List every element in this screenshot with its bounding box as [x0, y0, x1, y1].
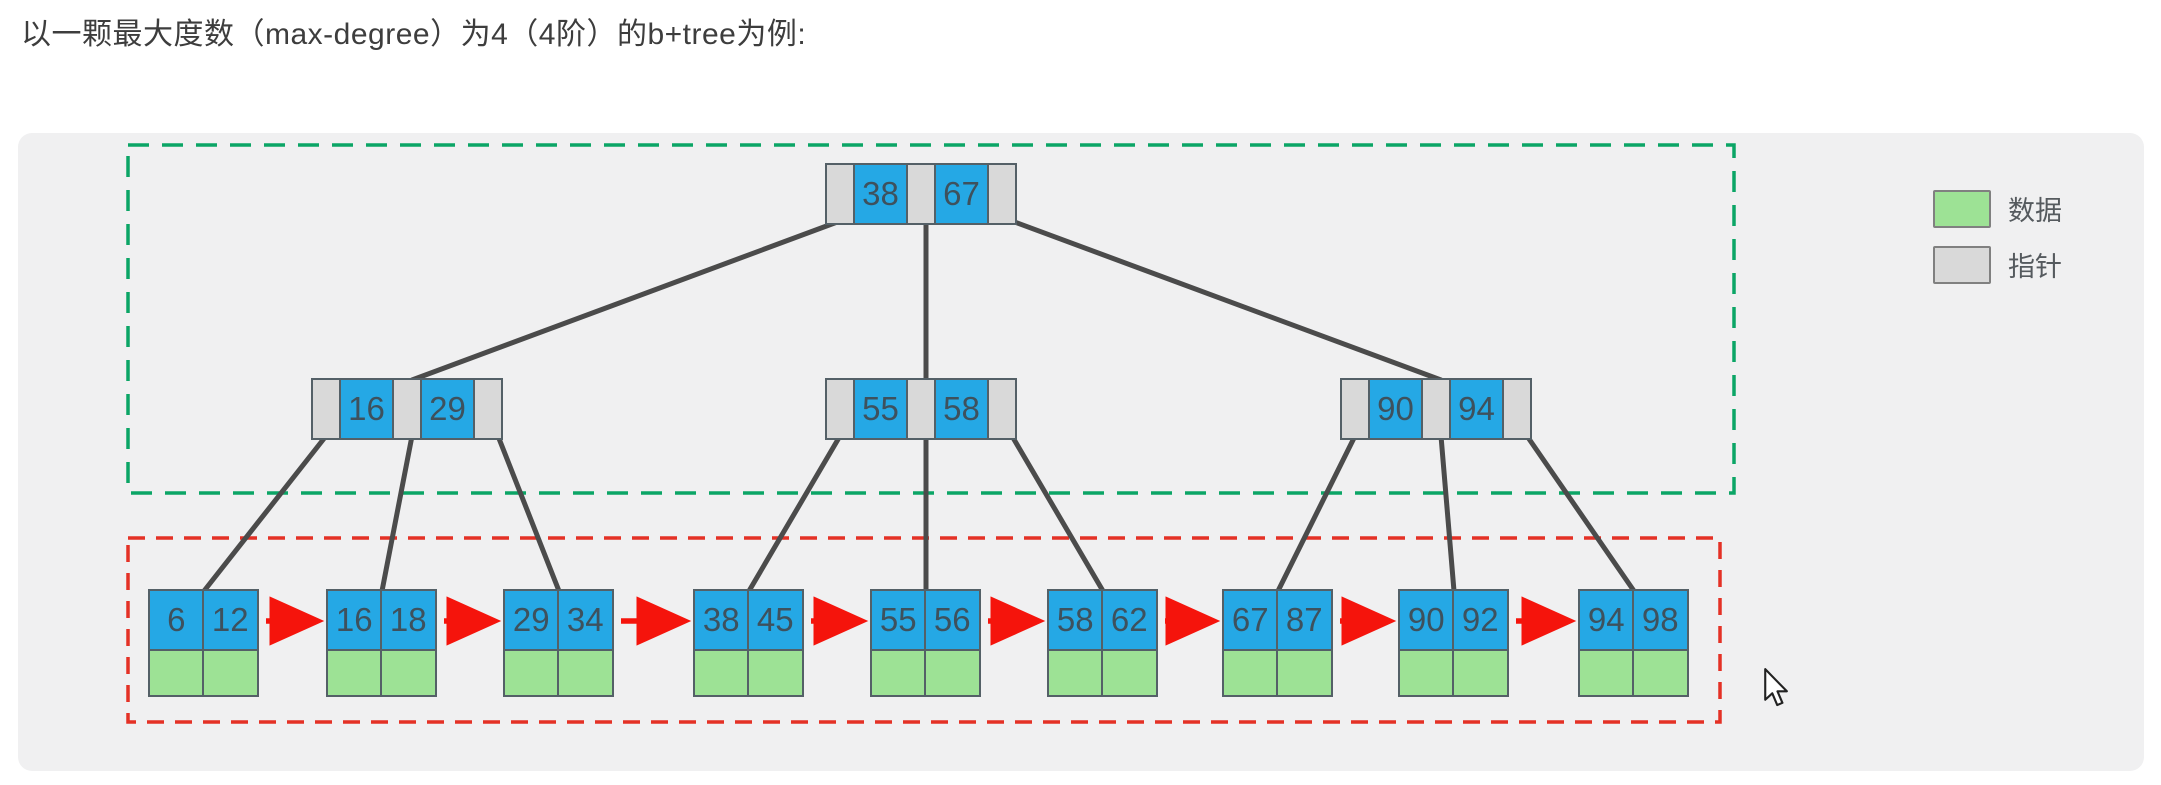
pointer-cell: [825, 163, 855, 225]
leaf-data-row: [148, 648, 259, 697]
data-cell: [1101, 648, 1158, 697]
data-cell: [693, 648, 750, 697]
key-cell: 92: [1452, 589, 1509, 651]
data-cell: [1222, 648, 1279, 697]
data-cell: [747, 648, 804, 697]
pointer-cell: [473, 378, 503, 440]
leaf-data-row: [870, 648, 981, 697]
key-cell: 16: [326, 589, 383, 651]
key-cell: 38: [693, 589, 750, 651]
key-cell: 45: [747, 589, 804, 651]
legend-label-pointer: 指针: [2008, 252, 2062, 282]
key-cell: 16: [338, 378, 395, 440]
leaf-data-row: [1578, 648, 1689, 697]
key-cell: 18: [380, 589, 437, 651]
data-cell: [1632, 648, 1689, 697]
key-cell: 90: [1398, 589, 1455, 651]
leaf-data-row: [1222, 648, 1333, 697]
data-cell: [557, 648, 614, 697]
pointer-cell: [906, 378, 936, 440]
key-cell: 94: [1578, 589, 1635, 651]
data-cell: [148, 648, 205, 697]
pointer-cell: [906, 163, 936, 225]
pointer-cell: [1502, 378, 1532, 440]
data-cell: [1047, 648, 1104, 697]
mouse-cursor-icon: [1764, 668, 1788, 707]
key-cell: 90: [1367, 378, 1424, 440]
page-title: 以一颗最大度数（max-degree）为4（4阶）的b+tree为例:: [21, 18, 807, 51]
data-color-swatch: [1933, 189, 1991, 228]
pointer-color-swatch: [1933, 245, 1991, 284]
key-cell: 58: [1047, 589, 1104, 651]
data-cell: [870, 648, 927, 697]
key-cell: 55: [870, 589, 927, 651]
pointer-cell: [987, 378, 1017, 440]
root-node: 38 67: [825, 163, 1017, 225]
leaf-data-row: [693, 648, 804, 697]
key-cell: 58: [933, 378, 990, 440]
key-cell: 87: [1276, 589, 1333, 651]
data-cell: [202, 648, 259, 697]
key-cell: 34: [557, 589, 614, 651]
key-cell: 94: [1448, 378, 1505, 440]
data-cell: [1452, 648, 1509, 697]
pointer-cell: [311, 378, 341, 440]
legend-item-data: 数据: [1933, 189, 2062, 228]
key-cell: 67: [933, 163, 990, 225]
pointer-cell: [1421, 378, 1451, 440]
leaf-data-row: [1047, 648, 1158, 697]
data-cell: [1398, 648, 1455, 697]
pointer-cell: [392, 378, 422, 440]
data-cell: [326, 648, 383, 697]
data-cell: [380, 648, 437, 697]
legend-label-data: 数据: [2008, 196, 2062, 226]
pointer-cell: [987, 163, 1017, 225]
pointer-cell: [825, 378, 855, 440]
key-cell: 29: [503, 589, 560, 651]
data-cell: [1276, 648, 1333, 697]
key-cell: 56: [924, 589, 981, 651]
leaf-data-row: [326, 648, 437, 697]
leaf-data-row: [1398, 648, 1509, 697]
legend-item-pointer: 指针: [1933, 245, 2062, 284]
legend: 数据 指针: [1933, 189, 2062, 301]
key-cell: 55: [852, 378, 909, 440]
key-cell: 62: [1101, 589, 1158, 651]
data-cell: [924, 648, 981, 697]
internal-node: 90 94: [1340, 378, 1532, 440]
pointer-cell: [1340, 378, 1370, 440]
key-cell: 98: [1632, 589, 1689, 651]
data-cell: [1578, 648, 1635, 697]
key-cell: 6: [148, 589, 205, 651]
key-cell: 38: [852, 163, 909, 225]
key-cell: 12: [202, 589, 259, 651]
leaf-data-row: [503, 648, 614, 697]
internal-node: 55 58: [825, 378, 1017, 440]
key-cell: 67: [1222, 589, 1279, 651]
data-cell: [503, 648, 560, 697]
key-cell: 29: [419, 378, 476, 440]
